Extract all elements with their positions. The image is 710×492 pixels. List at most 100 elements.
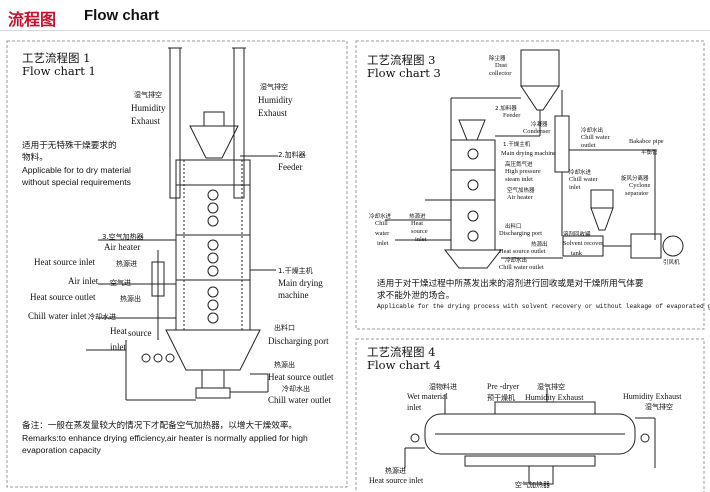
chart3-main-en: Main drying machine	[501, 150, 557, 157]
chart3-chill-out-cn: 冷却水出	[581, 128, 604, 134]
chart1-air-inlet-en: Air inlet	[68, 276, 99, 286]
chart3-air-heater-cn: 空气加热器	[507, 188, 535, 194]
chart4-predryer-cn: 预干燥机	[487, 394, 515, 402]
chart3-note-cn1: 适用于对干燥过程中所蒸发出来的溶剂进行回收或是对干燥所用气体要	[377, 279, 644, 289]
chart1-heat-outlet-cn: 热源出	[120, 295, 141, 303]
chart3-chill-in-en2: inlet	[569, 184, 581, 191]
chart4-exhaust2-cn: 湿气排空	[645, 403, 673, 411]
chart1-exhaust-en2: Exhaust	[131, 116, 160, 126]
chart1-exhaust-right-cn: 湿气排空	[260, 83, 288, 91]
chart3-cw-outlet-cn: 冷却水出	[505, 258, 528, 264]
chart1-remark-en1: Remarks:to enhance drying efficiency,air…	[22, 433, 308, 443]
chart1-heat-src-l3: inlet	[110, 342, 126, 352]
chart1-title-cn: 工艺流程图 1	[22, 51, 91, 65]
chart4-exhaust2-en: Humidity Exhaust	[623, 392, 682, 401]
chart3-dust-en1: Dust	[495, 62, 508, 69]
chart1-discharge-cn: 出料口	[274, 324, 295, 332]
chart1-feeder-cn: 2.加料器	[278, 151, 306, 159]
flow-chart-3-diagram	[355, 40, 705, 330]
chart1-cw-out-en: Chill water outlet	[268, 395, 331, 405]
chart4-title-cn: 工艺流程图 4	[367, 345, 436, 359]
chart1-exhaust-cn: 湿气排空	[134, 91, 162, 99]
chart3-heat-source-en1: Heat	[411, 220, 424, 227]
chart1-heat-outlet-en: Heat source outlet	[30, 292, 96, 302]
chart3-solvent-en1: Solvent recover	[563, 240, 604, 247]
chart1-note: 适用于无特殊干燥要求的 物料。 Applicable for to dry ma…	[22, 140, 172, 188]
chart3-bakabce-cn: 平衡管	[641, 150, 658, 156]
chart3-title-en: Flow chart 3	[367, 66, 441, 80]
chart3-cyclone-en2: separator	[625, 190, 649, 197]
chart3-feeder-en: Feeder	[503, 112, 521, 119]
chart3-heat-source-cn: 热源进	[409, 214, 426, 220]
chart3-note-en: Applicable for the drying process with s…	[377, 303, 710, 310]
chart1-heat-src-l2: source	[128, 328, 152, 338]
chart1-remark: 备注：一般在蒸发量较大的情况下才配备空气加热器，以增大干燥效率。 Remarks…	[22, 420, 342, 456]
chart3-condenser-cn: 冷凝器	[531, 122, 548, 128]
chart4-wet-cn: 湿物料进	[429, 383, 457, 391]
chart1-title-en: Flow chart 1	[22, 64, 96, 78]
header-title-en: Flow chart	[84, 7, 160, 24]
flow-chart-4-panel: 工艺流程图 4 Flow chart 4 湿物料进 Wet material i…	[355, 338, 705, 492]
chart4-exhaust-en: Humidity Exhaust	[525, 393, 584, 402]
chart4-exhaust-cn: 湿气排空	[537, 383, 565, 391]
chart1-cw-out-cn: 冷却水出	[282, 385, 310, 393]
chart1-heat-inlet-cn: 热源进	[116, 260, 137, 268]
chart3-bakabce-en: Bakabce pipe	[629, 138, 664, 145]
chart3-dust-en2: collector	[489, 70, 512, 77]
chart4-wet-en2: inlet	[407, 403, 422, 412]
flow-chart-1-diagram	[6, 40, 348, 488]
chart3-note-cn2: 求不能外泄的场合。	[377, 291, 455, 301]
chart3-chill-out-en1: Chill water	[581, 134, 610, 141]
chart4-air-heater-cn: 空气加热器	[515, 481, 550, 489]
chart1-chill-inlet-cn: 冷却水进	[88, 313, 116, 321]
chart4-heat-in-en: Heat source inlet	[369, 476, 424, 485]
chart4-wet-en1: Wet material	[407, 392, 448, 401]
chart3-nitrogen-cn: 高压氮气进	[505, 162, 533, 168]
chart4-heat-in-cn: 热源进	[385, 467, 406, 475]
chart1-heat-src-l1: Heat	[110, 326, 127, 336]
chart1-remark-cn: 备注：一般在蒸发量较大的情况下才配备空气加热器，以增大干燥效率。	[22, 421, 298, 431]
header-title-cn: 流程图	[8, 10, 57, 29]
chart1-heater-en: Air heater	[104, 242, 141, 252]
chart3-chill-in-en1: Chill water	[569, 176, 598, 183]
chart1-hs-out-en: Heat source outlet	[268, 372, 334, 382]
chart3-cyclone-en1: Cyclone	[629, 182, 651, 189]
chart3-dust-cn: 除尘器	[489, 56, 506, 62]
chart1-note-en1: Applicable for to dry material	[22, 165, 131, 175]
chart1-exhaust-en1: Humidity	[131, 103, 166, 113]
chart3-solvent-en2: tank	[571, 250, 583, 257]
chart3-title: 工艺流程图 3 Flow chart 3	[367, 54, 441, 80]
flow-chart-3-panel: 工艺流程图 3 Flow chart 3 除尘器 Dust collector …	[355, 40, 710, 330]
chart3-heat-source-en3: inlet	[415, 236, 427, 243]
chart1-feeder-en: Feeder	[278, 162, 303, 172]
chart3-title-cn: 工艺流程图 3	[367, 53, 436, 67]
chart3-nitrogen-en2: steam inlet	[505, 176, 533, 183]
chart3-feeder-cn: 2.加料器	[495, 106, 517, 112]
chart1-air-inlet-cn: 空气进	[110, 279, 131, 287]
header-rule	[0, 30, 710, 31]
chart3-cw-inlet-en2: water	[375, 230, 390, 237]
chart3-solvent-cn: 溶剂回收罐	[563, 232, 591, 238]
chart3-note: 适用于对干燥过程中所蒸发出来的溶剂进行回收或是对干燥所用气体要 求不能外泄的场合…	[377, 278, 710, 312]
chart1-exhaust-right-en2: Exhaust	[258, 108, 287, 118]
chart4-predryer-en: Pre -dryer	[487, 382, 520, 391]
chart1-hs-out-cn: 热源出	[274, 361, 295, 369]
chart1-main-cn: 1.干燥主机	[278, 267, 313, 275]
chart3-discharge-cn: 出料口	[505, 224, 522, 230]
chart4-title: 工艺流程图 4 Flow chart 4	[367, 346, 441, 372]
chart3-main-cn: 1.干燥主机	[503, 142, 531, 148]
chart1-heater-cn: 3.空气加热器	[102, 233, 144, 241]
chart3-chill-in-cn: 冷却水进	[569, 170, 592, 176]
chart3-air-heater-en: Air heater	[507, 194, 533, 201]
chart3-fan-cn: 引风机	[663, 260, 680, 266]
page-header: 流程图 Flow chart	[0, 0, 710, 32]
chart3-hs-outlet-cn: 热源出	[531, 242, 548, 248]
chart1-note-cn1: 适用于无特殊干燥要求的	[22, 141, 117, 151]
chart3-condenser-en: Condenser	[523, 128, 551, 135]
chart1-main-en1: Main drying	[278, 278, 323, 288]
chart3-chill-out-en2: outlet	[581, 142, 596, 149]
chart3-cw-outlet-en: Chill water outlet	[499, 264, 544, 271]
chart1-note-en2: without special requirements	[22, 177, 131, 187]
chart1-title: 工艺流程图 1 Flow chart 1	[22, 52, 96, 78]
chart1-heat-inlet-en: Heat source inlet	[34, 257, 95, 267]
